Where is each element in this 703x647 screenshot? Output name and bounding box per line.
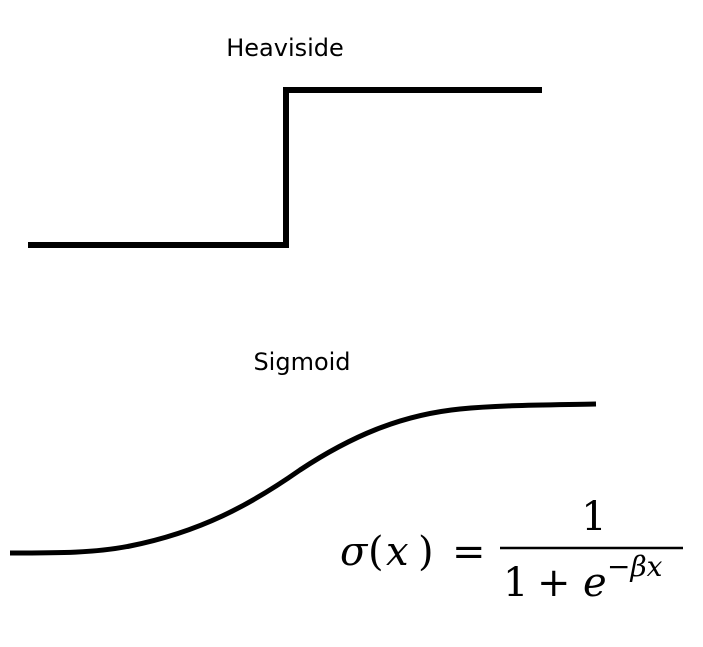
- formula-numerator: 1: [581, 494, 606, 540]
- heaviside-step-curve: [28, 87, 542, 248]
- formula-sigma: σ: [340, 529, 369, 575]
- sigmoid-formula: σ ( x ) = 1 1 + e −βx: [340, 494, 683, 606]
- formula-plus-sign: +: [537, 560, 571, 606]
- formula-close-paren: ): [418, 529, 434, 575]
- sigmoid-title: Sigmoid: [253, 348, 350, 376]
- formula-equals-sign: =: [452, 529, 486, 575]
- heaviside-panel: Heaviside: [28, 34, 542, 248]
- formula-open-paren: (: [368, 529, 384, 575]
- formula-e-base: e: [583, 560, 607, 606]
- sigmoid-panel: Sigmoid σ ( x ) = 1 1 + e −βx: [9, 348, 683, 606]
- sigmoid-curve: [9, 401, 597, 556]
- heaviside-title: Heaviside: [226, 34, 344, 62]
- formula-denominator-one: 1: [503, 560, 528, 606]
- formula-exponent: −βx: [607, 550, 663, 583]
- formula-x-variable: x: [386, 529, 409, 575]
